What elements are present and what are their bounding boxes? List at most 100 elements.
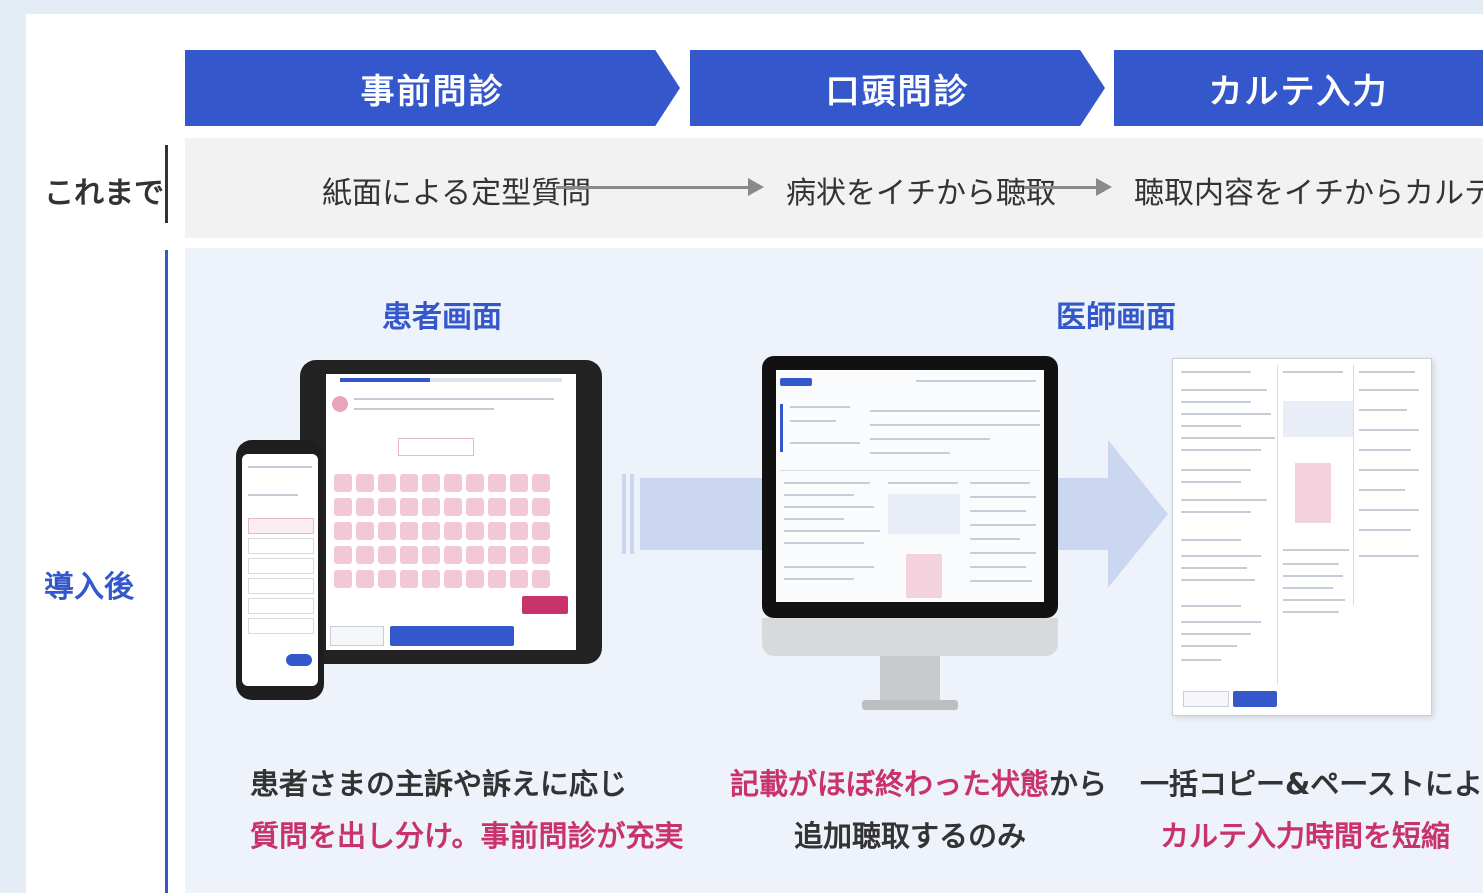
- kana-key: [444, 498, 462, 516]
- stage-pre-interview: 事前問診: [185, 50, 680, 126]
- kana-key: [488, 570, 506, 588]
- tablet-device-image: [300, 360, 602, 664]
- kana-key: [466, 522, 484, 540]
- kana-key: [466, 570, 484, 588]
- arrow-stripe: [622, 474, 626, 554]
- kana-key: [356, 522, 374, 540]
- monitor-base: [862, 700, 958, 710]
- kana-key: [488, 546, 506, 564]
- progress-track: [340, 378, 562, 382]
- chart-document-image: [1172, 358, 1432, 716]
- kana-key: [510, 498, 528, 516]
- before-arrow-1: [556, 178, 764, 196]
- doc-copy-button: [1233, 691, 1277, 707]
- caption-doctor: 記載がほぼ終わった状態から 追加聴取するのみ: [730, 767, 1108, 853]
- before-step-2: 病状をイチから聴取: [786, 176, 1056, 211]
- kana-key: [510, 522, 528, 540]
- kana-key: [422, 546, 440, 564]
- tablet-screen: [326, 374, 576, 650]
- phone-option-selected: [248, 518, 314, 534]
- kana-key: [444, 546, 462, 564]
- heart-icon: [332, 396, 348, 412]
- kana-key: [334, 474, 352, 492]
- phone-next-button: [286, 654, 312, 666]
- kana-key: [378, 546, 396, 564]
- before-label: これまで: [44, 176, 164, 211]
- patient-screen-title: 患者画面: [382, 300, 502, 335]
- phone-option: [248, 578, 314, 594]
- body-diagram: [1295, 463, 1331, 523]
- tablet-primary-button: [390, 626, 514, 646]
- before-divider: [165, 145, 168, 223]
- before-step-1: 紙面による定型質問: [322, 176, 592, 211]
- kana-key: [400, 498, 418, 516]
- kana-key: [378, 498, 396, 516]
- kana-key: [334, 498, 352, 516]
- doc-secondary-button: [1183, 691, 1229, 707]
- kana-key: [422, 498, 440, 516]
- kana-key: [356, 570, 374, 588]
- stage-oral-interview: 口頭問診: [690, 50, 1105, 126]
- before-step-3: 聴取内容をイチからカルテ入力: [1134, 176, 1483, 211]
- arrow-stripe: [630, 474, 634, 554]
- phone-option: [248, 598, 314, 614]
- doctor-screen-title: 医師画面: [1056, 300, 1176, 335]
- kana-key: [334, 570, 352, 588]
- answer-field: [398, 438, 474, 456]
- monitor-chin: [762, 618, 1058, 656]
- phone-screen: [242, 454, 318, 686]
- kana-key: [422, 570, 440, 588]
- app-logo: [780, 378, 812, 386]
- kana-key: [510, 570, 528, 588]
- note-box: [888, 494, 960, 534]
- kana-key: [422, 522, 440, 540]
- phone-option: [248, 558, 314, 574]
- kana-key: [532, 498, 550, 516]
- kana-key: [532, 474, 550, 492]
- kana-key: [532, 522, 550, 540]
- kana-key: [510, 546, 528, 564]
- before-band: [185, 138, 1483, 238]
- kana-key: [444, 474, 462, 492]
- kana-key: [356, 474, 374, 492]
- kana-key: [400, 570, 418, 588]
- flow-arrow-head: [1108, 440, 1168, 588]
- kana-key: [510, 474, 528, 492]
- kana-key: [400, 546, 418, 564]
- kana-key: [422, 474, 440, 492]
- kana-key: [378, 570, 396, 588]
- kana-key: [334, 522, 352, 540]
- after-divider: [165, 250, 168, 893]
- kana-key: [488, 498, 506, 516]
- note-box: [1283, 401, 1353, 437]
- phone-option: [248, 618, 314, 634]
- phone-option: [248, 538, 314, 554]
- progress-fill: [340, 378, 430, 382]
- kana-key: [532, 546, 550, 564]
- kana-key: [488, 474, 506, 492]
- kana-key: [356, 498, 374, 516]
- kana-key: [466, 546, 484, 564]
- stage-chart-entry: カルテ入力: [1114, 50, 1483, 126]
- kana-key: [444, 570, 462, 588]
- monitor-device-image: [762, 356, 1058, 618]
- section-marker: [780, 404, 783, 452]
- before-arrow-2: [1024, 178, 1112, 196]
- kana-key: [466, 474, 484, 492]
- monitor-screen: [776, 370, 1044, 602]
- kana-key: [466, 498, 484, 516]
- after-label: 導入後: [44, 570, 134, 605]
- caption-chart: 一括コピー&ペーストにより カルテ入力時間を短縮: [1140, 767, 1483, 853]
- kana-key: [488, 522, 506, 540]
- kana-key: [444, 522, 462, 540]
- body-diagram: [906, 554, 942, 598]
- tablet-key-button: [522, 596, 568, 614]
- kana-key: [378, 522, 396, 540]
- kana-key: [532, 570, 550, 588]
- phone-device-image: [236, 440, 324, 700]
- kana-key: [334, 546, 352, 564]
- kana-key: [400, 522, 418, 540]
- kana-key: [400, 474, 418, 492]
- tablet-back-button: [330, 626, 384, 646]
- caption-patient: 患者さまの主訴や訴えに応じ 質問を出し分け。事前問診が充実: [250, 767, 684, 853]
